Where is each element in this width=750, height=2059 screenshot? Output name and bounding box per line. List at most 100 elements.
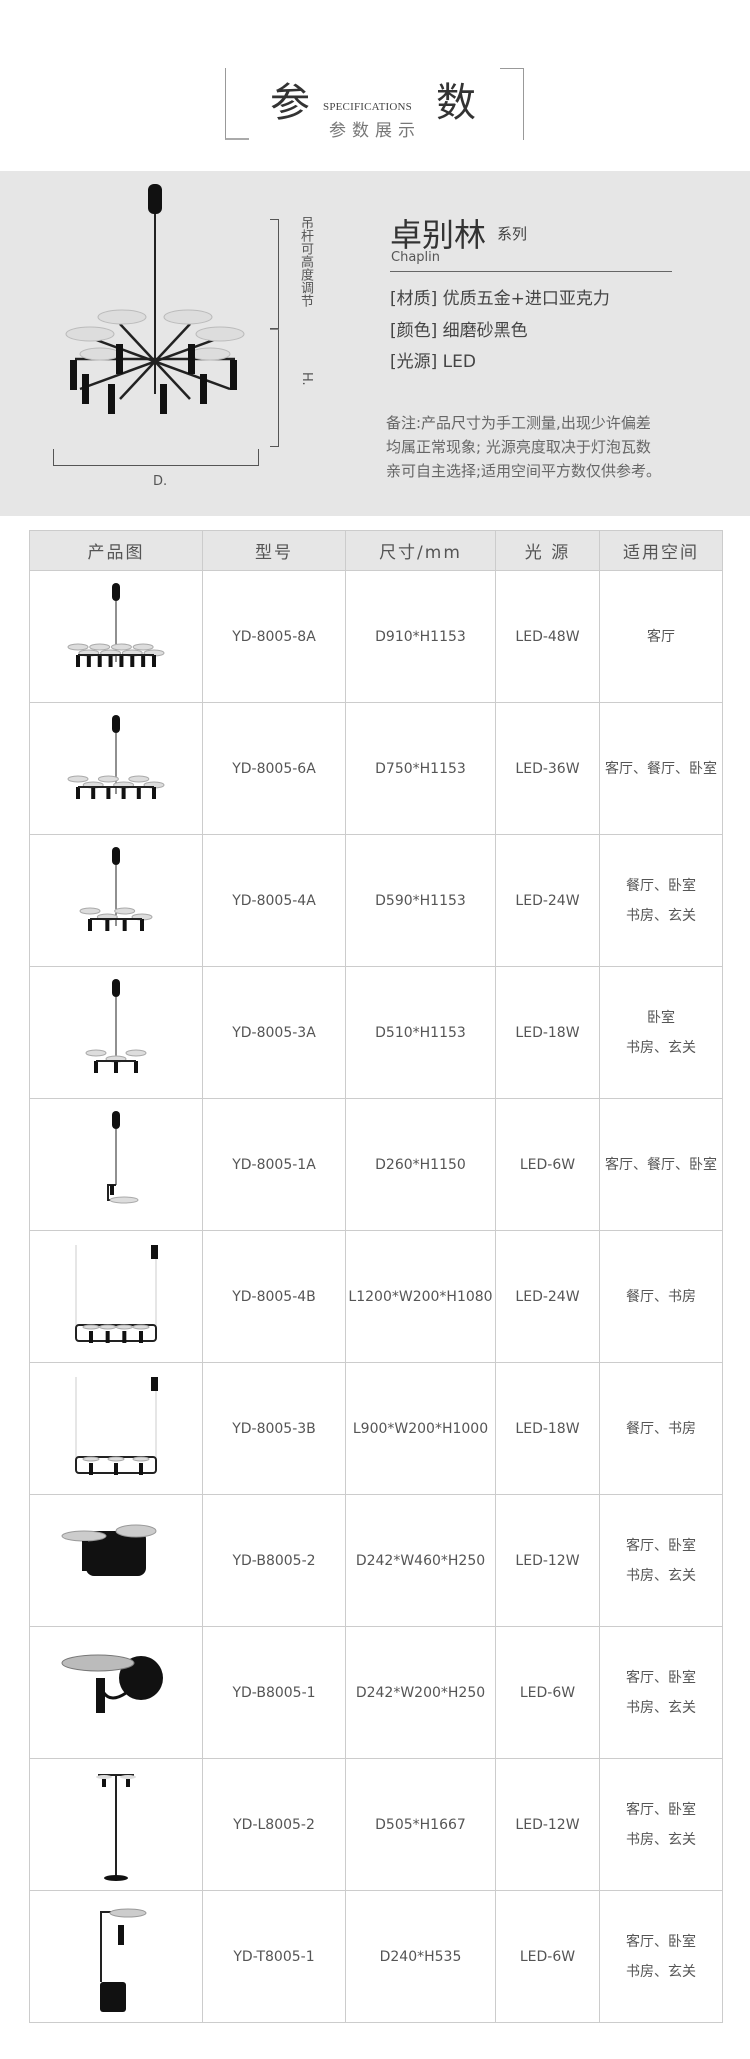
space-line: 餐厅、书房 <box>626 1420 696 1437</box>
model-cell: YD-8005-6A <box>202 702 346 835</box>
table-row: YD-8005-4A D590*H1153 LED-24W 餐厅、卧室书房、玄关 <box>29 834 723 967</box>
diameter-bracket <box>53 449 259 466</box>
space-cell: 餐厅、书房 <box>599 1362 723 1495</box>
lamp-image <box>67 714 165 799</box>
col-model: 型号 <box>202 530 346 571</box>
lamp-image <box>61 1524 157 1576</box>
attr-material: [材质] 优质五金+进口亚克力 <box>390 289 610 309</box>
table-row: YD-8005-1A D260*H1150 LED-6W 客厅、餐厅、卧室 <box>29 1098 723 1231</box>
header-bracket-right <box>500 68 524 140</box>
product-image-cell <box>29 1758 203 1891</box>
size-cell: D260*H1150 <box>345 1098 496 1231</box>
space-line: 书房、玄关 <box>626 1963 696 1980</box>
table-row: YD-8005-3B L900*W200*H1000 LED-18W 餐厅、书房 <box>29 1362 723 1495</box>
space-line: 书房、玄关 <box>626 907 696 924</box>
table-row: YD-8005-6A D750*H1153 LED-36W 客厅、餐厅、卧室 <box>29 702 723 835</box>
attr-light: [光源] LED <box>390 352 476 372</box>
product-image-cell <box>29 702 203 835</box>
table-row: YD-B8005-1 D242*W200*H250 LED-6W 客厅、卧室书房… <box>29 1626 723 1759</box>
product-image-cell <box>29 966 203 1099</box>
lamp-image <box>67 582 165 667</box>
space-cell: 客厅、餐厅、卧室 <box>599 1098 723 1231</box>
product-series: 系列 <box>497 225 528 243</box>
size-cell: L1200*W200*H1080 <box>345 1230 496 1363</box>
space-line: 客厅、卧室 <box>626 1801 696 1818</box>
size-cell: L900*W200*H1000 <box>345 1362 496 1495</box>
space-line: 卧室 <box>647 1009 675 1026</box>
size-cell: D505*H1667 <box>345 1758 496 1891</box>
header-char-2: 数 <box>436 80 476 126</box>
product-image-cell <box>29 1230 203 1363</box>
header-subtitle: 参数展示 <box>329 121 421 141</box>
space-cell: 客厅、卧室书房、玄关 <box>599 1494 723 1627</box>
space-cell: 客厅、餐厅、卧室 <box>599 702 723 835</box>
product-image-cell <box>29 1494 203 1627</box>
light-cell: LED-6W <box>495 1098 600 1231</box>
light-cell: LED-6W <box>495 1890 600 2023</box>
title-divider <box>390 271 672 272</box>
table-row: YD-8005-8A D910*H1153 LED-48W 客厅 <box>29 570 723 703</box>
product-english-name: Chaplin <box>391 250 440 265</box>
space-line: 书房、玄关 <box>626 1567 696 1584</box>
table-row: YD-8005-4B L1200*W200*H1080 LED-24W 餐厅、书… <box>29 1230 723 1363</box>
model-cell: YD-8005-8A <box>202 570 346 703</box>
space-cell: 客厅、卧室书房、玄关 <box>599 1758 723 1891</box>
table-row: YD-L8005-2 D505*H1667 LED-12W 客厅、卧室书房、玄关 <box>29 1758 723 1891</box>
space-cell: 卧室书房、玄关 <box>599 966 723 1099</box>
size-cell: D240*H535 <box>345 1890 496 2023</box>
col-size: 尺寸/mm <box>345 530 496 571</box>
header-char-1: 参 <box>270 80 310 126</box>
space-line: 客厅 <box>647 628 675 645</box>
lamp-image <box>75 1244 158 1343</box>
lamp-image <box>79 846 153 931</box>
chandelier-image <box>65 184 245 414</box>
height-label: H. <box>299 372 314 386</box>
model-cell: YD-8005-1A <box>202 1098 346 1231</box>
note: 备注:产品尺寸为手工测量,出现少许偏差 均属正常现象; 光源亮度取决于灯泡瓦数 … <box>386 414 662 480</box>
space-line: 客厅、卧室 <box>626 1537 696 1554</box>
light-cell: LED-12W <box>495 1758 600 1891</box>
height-bracket <box>270 329 279 447</box>
lamp-image <box>96 1773 136 1881</box>
light-cell: LED-36W <box>495 702 600 835</box>
space-line: 书房、玄关 <box>626 1039 696 1056</box>
light-cell: LED-18W <box>495 966 600 1099</box>
space-cell: 客厅 <box>599 570 723 703</box>
space-cell: 餐厅、卧室书房、玄关 <box>599 834 723 967</box>
space-line: 书房、玄关 <box>626 1699 696 1716</box>
size-cell: D242*W200*H250 <box>345 1626 496 1759</box>
spec-table: 产品图 型号 尺寸/mm 光 源 适用空间 YD-8005-8A D910*H1… <box>29 530 723 2023</box>
space-line: 客厅、卧室 <box>626 1933 696 1950</box>
space-cell: 客厅、卧室书房、玄关 <box>599 1890 723 2023</box>
light-cell: LED-12W <box>495 1494 600 1627</box>
rod-bracket <box>270 219 279 329</box>
product-name: 卓别林 <box>390 216 487 254</box>
product-image-cell <box>29 1362 203 1495</box>
size-cell: D510*H1153 <box>345 966 496 1099</box>
space-cell: 餐厅、书房 <box>599 1230 723 1363</box>
header-bracket-left <box>225 68 249 140</box>
light-cell: LED-24W <box>495 834 600 967</box>
table-row: YD-B8005-2 D242*W460*H250 LED-12W 客厅、卧室书… <box>29 1494 723 1627</box>
size-cell: D910*H1153 <box>345 570 496 703</box>
table-row: YD-8005-3A D510*H1153 LED-18W 卧室书房、玄关 <box>29 966 723 1099</box>
model-cell: YD-L8005-2 <box>202 1758 346 1891</box>
model-cell: YD-8005-4B <box>202 1230 346 1363</box>
product-image-cell <box>29 1890 203 2023</box>
diameter-label: D. <box>153 474 168 489</box>
light-cell: LED-48W <box>495 570 600 703</box>
attr-color: [颜色] 细磨砂黑色 <box>390 321 528 341</box>
col-space: 适用空间 <box>599 530 723 571</box>
model-cell: YD-8005-3A <box>202 966 346 1099</box>
light-cell: LED-18W <box>495 1362 600 1495</box>
size-cell: D750*H1153 <box>345 702 496 835</box>
table-row: YD-T8005-1 D240*H535 LED-6W 客厅、卧室书房、玄关 <box>29 1890 723 2023</box>
lamp-image <box>75 1376 158 1475</box>
lamp-image <box>61 1654 163 1713</box>
product-info-panel <box>0 171 750 516</box>
model-cell: YD-B8005-1 <box>202 1626 346 1759</box>
size-cell: D242*W460*H250 <box>345 1494 496 1627</box>
col-light: 光 源 <box>495 530 600 571</box>
light-cell: LED-6W <box>495 1626 600 1759</box>
space-line: 书房、玄关 <box>626 1831 696 1848</box>
